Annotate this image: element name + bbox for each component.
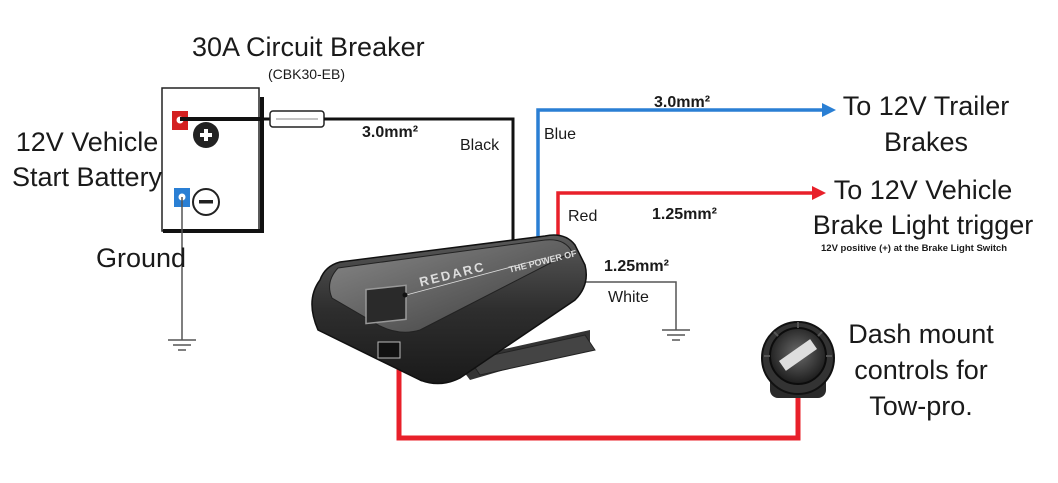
dash-label-line1: Dash mount bbox=[848, 319, 994, 349]
red-wire bbox=[556, 191, 815, 245]
ground-symbol-icon bbox=[168, 339, 196, 351]
trailer-destination-line2: Brakes bbox=[883, 127, 969, 157]
black-wire bbox=[324, 117, 515, 242]
dash-label-line2: controls for bbox=[854, 355, 988, 385]
battery-label-line2: Start Battery bbox=[12, 162, 163, 192]
dash-label-line3: Tow-pro. bbox=[869, 391, 973, 421]
blue-wire bbox=[536, 108, 825, 242]
white-ground-icon bbox=[662, 329, 690, 341]
white-wire-label: White bbox=[608, 289, 649, 306]
controller-unit bbox=[311, 234, 596, 385]
blue-wire-label: Blue bbox=[544, 126, 577, 143]
brake-light-note: 12V positive (+) at the Brake Light Swit… bbox=[821, 243, 1008, 254]
breaker-title: 30A Circuit Breaker bbox=[192, 32, 425, 62]
red-wire-size: 1.25mm² bbox=[652, 206, 717, 223]
blue-wire-size: 3.0mm² bbox=[654, 94, 711, 111]
battery-box bbox=[161, 87, 260, 232]
red-arrow-icon bbox=[812, 186, 826, 200]
black-wire-size: 3.0mm² bbox=[362, 124, 419, 141]
dash-cable bbox=[396, 350, 801, 441]
brake-light-line2: Brake Light trigger bbox=[812, 210, 1034, 240]
breaker-code: (CBK30-EB) bbox=[268, 66, 346, 82]
dash-controller-icon bbox=[761, 321, 835, 398]
brake-light-line1: To 12V Vehicle bbox=[833, 175, 1013, 205]
black-wire-label: Black bbox=[460, 137, 500, 154]
white-wire-size: 1.25mm² bbox=[604, 258, 669, 275]
blue-arrow-icon bbox=[822, 103, 836, 117]
battery-label-line1: 12V Vehicle bbox=[15, 127, 159, 157]
ground-label: Ground bbox=[96, 243, 187, 273]
trailer-destination-line1: To 12V Trailer bbox=[842, 91, 1010, 121]
red-wire-label: Red bbox=[568, 208, 598, 225]
white-wire bbox=[580, 281, 677, 330]
